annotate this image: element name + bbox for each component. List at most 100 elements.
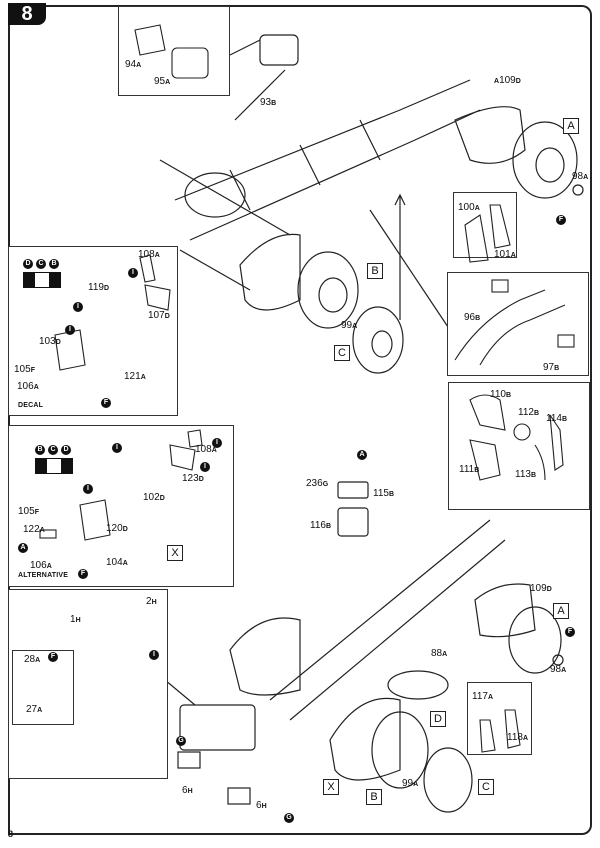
part-label-107: 107D xyxy=(148,310,170,321)
page-frame-left-edge xyxy=(8,5,10,835)
part-111 xyxy=(469,439,501,481)
paint-dot-A: A xyxy=(357,450,367,460)
part-113 xyxy=(534,444,546,481)
part-120 xyxy=(79,499,111,541)
part-label-121: 121A xyxy=(124,371,146,382)
part-label-103: 103D xyxy=(39,336,61,347)
battery-box xyxy=(179,704,256,751)
fender-X xyxy=(329,697,401,781)
part-100 xyxy=(464,214,489,263)
wheel-B-top xyxy=(297,251,359,329)
wheel-C-hub xyxy=(371,330,393,358)
part-107 xyxy=(144,284,171,311)
tank-part xyxy=(259,34,299,66)
fender-bottom-left xyxy=(229,617,301,696)
paint-dot-C: C xyxy=(36,259,46,269)
fender-109-top xyxy=(454,106,526,164)
part-236 xyxy=(337,481,369,499)
panel-step-bracket-bottom xyxy=(467,682,532,755)
part-label-1: 1H xyxy=(70,614,81,625)
part-label-94: 94A xyxy=(125,59,142,70)
wheel-C-bot xyxy=(423,747,473,813)
part-label-96: 96B xyxy=(464,312,481,323)
panel-exhaust-pipes xyxy=(447,272,589,376)
decal-icon-2 xyxy=(557,334,575,348)
chassis-crossmember xyxy=(229,119,381,211)
arrow-up xyxy=(394,193,406,320)
part-label-110: 110B xyxy=(490,389,512,400)
callout-box-A-top: A xyxy=(563,118,579,134)
paint-dot-F: F xyxy=(565,627,575,637)
paint-dot-B: B xyxy=(49,259,59,269)
part-label-108-mid: 108A xyxy=(195,444,217,455)
part-label-6-b: 6H xyxy=(256,800,267,811)
paint-dot-G: G xyxy=(176,736,186,746)
part-108-mid xyxy=(187,429,203,448)
part-label-99-top: 99A xyxy=(341,320,358,331)
part-110 xyxy=(469,394,506,431)
part-label-102: 102D xyxy=(143,492,165,503)
wheel-A-hub xyxy=(535,147,565,183)
paint-dot-I: I xyxy=(212,438,222,448)
part-117 xyxy=(479,719,496,753)
part-6-a xyxy=(177,751,201,769)
part-label-120: 120D xyxy=(106,523,128,534)
part-96 xyxy=(454,289,546,361)
wheel-C-top xyxy=(352,306,404,374)
paint-dot-C: C xyxy=(48,445,58,455)
paint-dot-I: I xyxy=(149,650,159,660)
part-label-106-top: 106A xyxy=(17,381,39,392)
swatch-stripe-2 xyxy=(46,459,62,473)
part-label-109-top: A109D xyxy=(494,75,521,86)
panel-alternative-fender xyxy=(8,425,234,587)
part-label-123: 123D xyxy=(182,473,204,484)
paint-dot-G: G xyxy=(284,813,294,823)
part-label-97: 97B xyxy=(543,362,560,373)
paint-dot-F: F xyxy=(78,569,88,579)
part-label-28: 28A xyxy=(24,654,41,665)
decal-color-swatch xyxy=(23,272,61,288)
paint-dot-F: F xyxy=(556,215,566,225)
callout-box-C-top: C xyxy=(334,345,350,361)
part-label-122: 122A xyxy=(23,524,45,535)
part-114 xyxy=(549,414,564,471)
wheel-B-hub xyxy=(318,277,348,313)
callout-box-D: D xyxy=(430,711,446,727)
swatch-stripe-1 xyxy=(36,459,47,473)
part-label-99-bottom: 99A xyxy=(402,778,419,789)
part-103 xyxy=(54,329,86,371)
wheel-B-bot xyxy=(371,711,429,789)
part-label-101: 101A xyxy=(494,249,516,260)
alternative-color-swatch xyxy=(35,458,73,474)
part-label-115: 115B xyxy=(373,488,395,499)
part-label-105-top: 105F xyxy=(14,364,35,375)
part-label-111: 111B xyxy=(459,464,480,475)
paint-dot-I: I xyxy=(200,462,210,472)
part-label-236: 236G xyxy=(306,478,329,489)
part-118 xyxy=(504,709,521,749)
part-108-top xyxy=(139,254,156,283)
page-frame xyxy=(8,5,592,835)
decal-label: DECAL xyxy=(18,402,44,409)
page-number: 8 xyxy=(8,829,14,839)
part-112 xyxy=(513,423,531,441)
alternative-label: ALTERNATIVE xyxy=(18,572,69,579)
paint-dot-I: I xyxy=(112,443,122,453)
step-number-badge: 8 xyxy=(8,3,46,25)
wheel-A-bot xyxy=(508,606,562,674)
part-label-98-bottom: 98A xyxy=(550,664,567,675)
part-label-105-mid: 105F xyxy=(18,506,39,517)
part-label-95: 95A xyxy=(154,76,171,87)
leader-left-panel xyxy=(179,249,251,291)
paint-dot-I: I xyxy=(73,302,83,312)
fender-109-bot xyxy=(474,583,536,638)
swatch-stripe-1 xyxy=(24,273,35,287)
part-label-114: 114B xyxy=(546,413,568,424)
axle xyxy=(159,159,291,236)
part-6-b xyxy=(227,787,251,805)
part-label-118: 118A xyxy=(507,732,529,743)
part-122 xyxy=(39,529,57,539)
part-label-93: 93B xyxy=(260,97,277,108)
part-95 xyxy=(171,47,209,79)
part-label-109-bottom: 109D xyxy=(530,583,552,594)
